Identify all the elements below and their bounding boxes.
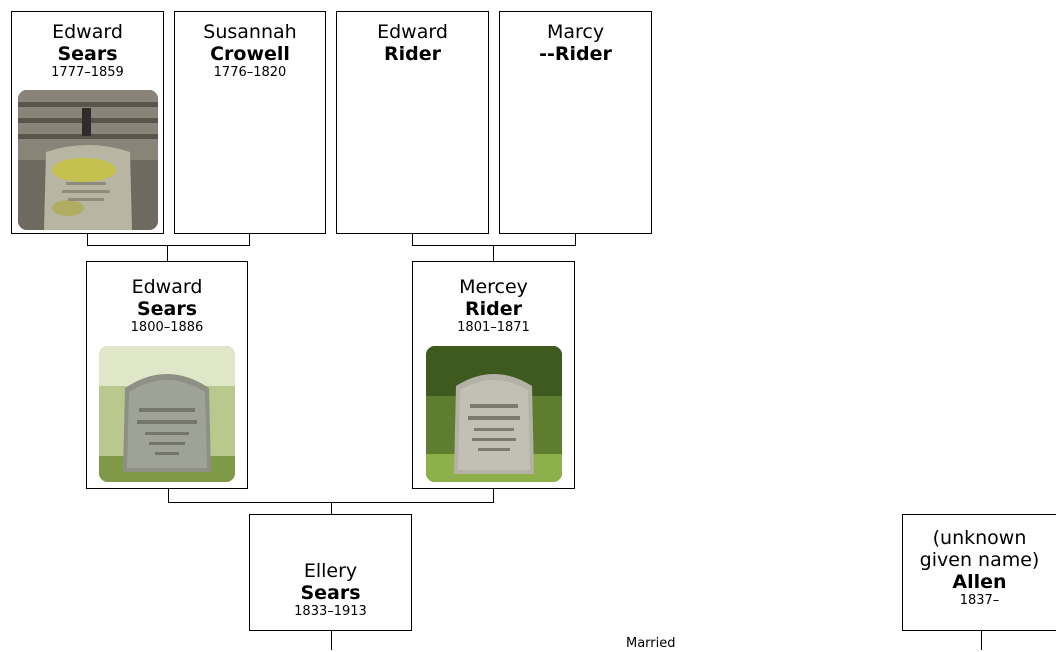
surname: Rider <box>465 298 522 320</box>
connector-line <box>87 234 88 246</box>
connector-line <box>575 234 576 246</box>
connector-line <box>167 245 168 261</box>
descent-line <box>981 631 982 650</box>
surname: Rider <box>384 43 441 65</box>
person-card-marcy-rider[interactable]: Marcy --Rider <box>499 11 652 234</box>
surname: --Rider <box>539 43 612 65</box>
life-dates: 1776–1820 <box>213 65 287 80</box>
connector-line <box>87 245 250 246</box>
given-name: Edward <box>377 21 448 43</box>
person-card-edward-sears-1777[interactable]: Edward Sears 1777–1859 <box>11 11 164 234</box>
connector-line <box>493 245 494 261</box>
connector-line <box>168 489 169 503</box>
descent-line <box>331 631 332 650</box>
person-card-susannah-crowell[interactable]: Susannah Crowell 1776–1820 <box>174 11 326 234</box>
person-card-unknown-allen[interactable]: (unknown given name) Allen 1837– <box>902 514 1056 631</box>
gravestone-photo[interactable] <box>99 346 235 482</box>
given-name: Marcy <box>546 21 605 43</box>
given-name: Mercey <box>459 276 528 298</box>
given-name: Susannah <box>203 21 297 43</box>
given-name: Ellery <box>303 560 358 582</box>
surname: Allen <box>952 571 1007 593</box>
given-name-line-2: given name) <box>919 549 1040 571</box>
given-name-line-1: (unknown <box>932 527 1027 549</box>
gravestone-photo[interactable] <box>426 346 562 482</box>
given-name: Edward <box>52 21 123 43</box>
connector-line <box>331 502 332 514</box>
life-dates: 1801–1871 <box>457 320 530 335</box>
connector-line <box>493 489 494 503</box>
given-name: Edward <box>131 276 203 298</box>
life-dates: 1777–1859 <box>51 65 124 80</box>
life-dates: 1800–1886 <box>130 320 204 335</box>
person-card-edward-rider[interactable]: Edward Rider <box>336 11 489 234</box>
connector-line <box>412 234 413 246</box>
person-card-ellery-sears[interactable]: Ellery Sears 1833–1913 <box>249 514 412 631</box>
surname: Sears <box>136 298 198 320</box>
marriage-label: Married <box>626 636 676 651</box>
life-dates: 1833–1913 <box>294 604 367 619</box>
person-card-mercey-rider[interactable]: Mercey Rider 1801–1871 <box>412 261 575 489</box>
connector-line <box>249 234 250 246</box>
surname: Sears <box>57 43 118 65</box>
surname: Sears <box>300 582 361 604</box>
gravestone-photo[interactable] <box>18 90 158 230</box>
life-dates: 1837– <box>959 593 1000 608</box>
connector-line <box>412 245 576 246</box>
person-card-edward-sears-1800[interactable]: Edward Sears 1800–1886 <box>86 261 248 489</box>
surname: Crowell <box>210 43 290 65</box>
